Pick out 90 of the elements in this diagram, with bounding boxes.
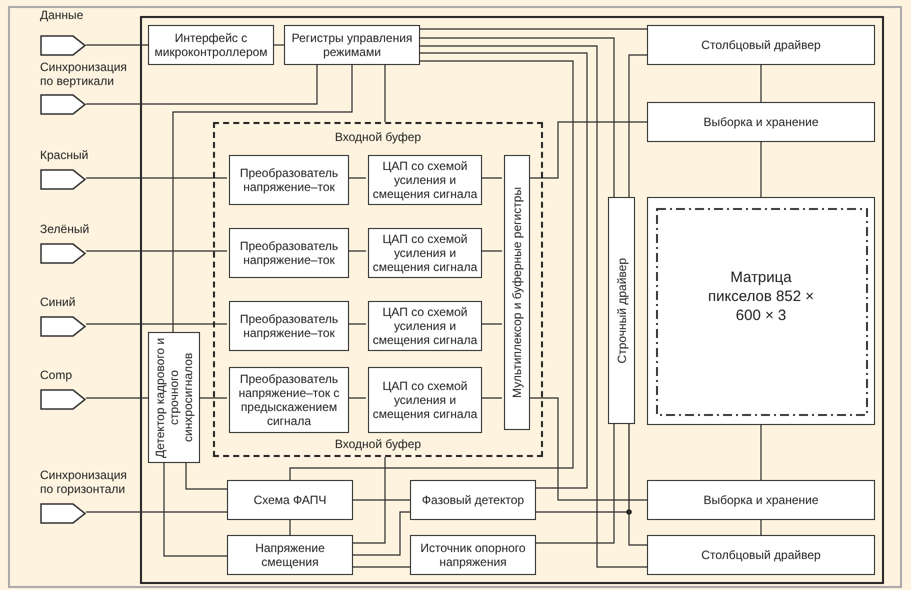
block-label: Столбцовый драйвер	[701, 38, 821, 52]
block-box	[410, 535, 536, 575]
block-label: Регистры управления режимами	[290, 31, 414, 59]
block-label: Мультиплексор и буферные регистры	[510, 187, 524, 398]
pin-label: Красный	[40, 148, 90, 162]
connector-line	[628, 54, 647, 197]
block-box	[148, 25, 274, 65]
block-box	[229, 367, 349, 433]
pixel-matrix-box	[647, 197, 875, 425]
connector-line	[172, 65, 353, 332]
connector-line	[760, 425, 762, 480]
block-box	[284, 25, 420, 65]
connector-line	[86, 177, 227, 179]
pin-label: Синий	[40, 295, 76, 309]
block-label: Выборка и хранение	[703, 115, 819, 129]
pin-label: Синхронизация по вертикали	[40, 60, 128, 88]
connector-line	[163, 463, 227, 557]
block-box	[647, 480, 875, 520]
connector-line	[86, 250, 227, 252]
connector-line	[536, 424, 615, 544]
connector-line	[289, 60, 574, 480]
block-label: Схема ФАПЧ	[254, 493, 326, 507]
block-box	[227, 535, 353, 575]
connector-line	[185, 463, 227, 490]
connector-line	[347, 177, 366, 179]
connector-line	[420, 28, 647, 30]
connector-line	[289, 520, 291, 535]
pin-label: Синхронизация по горизонтали	[40, 468, 128, 496]
block-label: Матрица пикселов 852 × 600 × 3	[707, 268, 815, 325]
block-label: Фазовый детектор	[422, 493, 524, 507]
connector-line	[347, 250, 366, 252]
connector-line	[480, 323, 502, 325]
dashed-group-frame	[213, 122, 543, 457]
block-label: Напряжение смещения	[254, 541, 326, 569]
connector-line	[200, 397, 227, 399]
block-label: Преобразователь напряжение–ток	[238, 166, 340, 194]
block-label: Преобразователь напряжение–ток	[238, 239, 340, 267]
block-label: Строчный драйвер	[614, 258, 628, 364]
connector-line	[353, 511, 410, 556]
block-box	[647, 25, 875, 65]
connector-line	[420, 37, 615, 197]
connector-line	[347, 397, 366, 399]
block-box	[647, 102, 875, 142]
connector-line	[86, 511, 227, 513]
block-label: Преобразователь напряжение–ток	[238, 312, 340, 340]
block-label: ЦАП со схемой усиления и смещения сигнала	[372, 305, 478, 347]
block-label: Интерфейс с микроконтроллером	[153, 31, 269, 59]
connector-line	[86, 44, 148, 46]
connector-line	[760, 520, 762, 535]
connector-line	[760, 65, 762, 102]
connector-line	[480, 250, 502, 252]
connector-line	[274, 44, 284, 46]
block-label: ЦАП со схемой усиления и смещения сигнала	[372, 159, 478, 201]
block-label: Выборка и хранение	[703, 493, 819, 507]
connector-line	[420, 45, 647, 568]
connector-line	[86, 65, 318, 105]
connector-line	[353, 457, 386, 544]
connector-line	[528, 121, 647, 179]
connector-line	[480, 177, 502, 179]
group-title: Входной буфер	[334, 437, 422, 451]
connector-line	[86, 397, 148, 399]
block-box	[229, 301, 349, 351]
pin-label: Данные	[40, 8, 84, 22]
block-box	[229, 228, 349, 278]
block-label: Источник опорного напряжения	[419, 541, 527, 569]
block-box	[608, 197, 635, 424]
connector-line	[480, 397, 502, 399]
block-label: ЦАП со схемой усиления и смещения сигнала	[372, 232, 478, 274]
block-label: Столбцовый драйвер	[701, 548, 821, 562]
connector-line	[420, 52, 588, 489]
connector-line	[353, 566, 410, 568]
block-box	[410, 480, 536, 520]
connector-line	[86, 323, 227, 325]
block-box	[647, 535, 875, 575]
connector-line	[760, 142, 762, 197]
pin-label: Comp	[40, 368, 74, 382]
block-box	[368, 367, 482, 433]
block-box	[504, 155, 530, 430]
connector-line	[528, 397, 647, 501]
block-box	[229, 155, 349, 205]
group-title: Входной буфер	[334, 130, 422, 144]
connector-line	[347, 323, 366, 325]
block-label: Преобразователь напряжение–ток с предыскажением сигнала	[238, 372, 340, 428]
connector-line	[384, 65, 386, 122]
block-label: Детектор кадрового и строчного синхросигналов	[153, 336, 195, 460]
connector-line	[353, 499, 410, 501]
pin-label: Зелёный	[40, 222, 90, 236]
block-box	[227, 480, 353, 520]
connector-line	[628, 424, 647, 546]
block-label: ЦАП со схемой усиления и смещения сигнала	[372, 379, 478, 421]
